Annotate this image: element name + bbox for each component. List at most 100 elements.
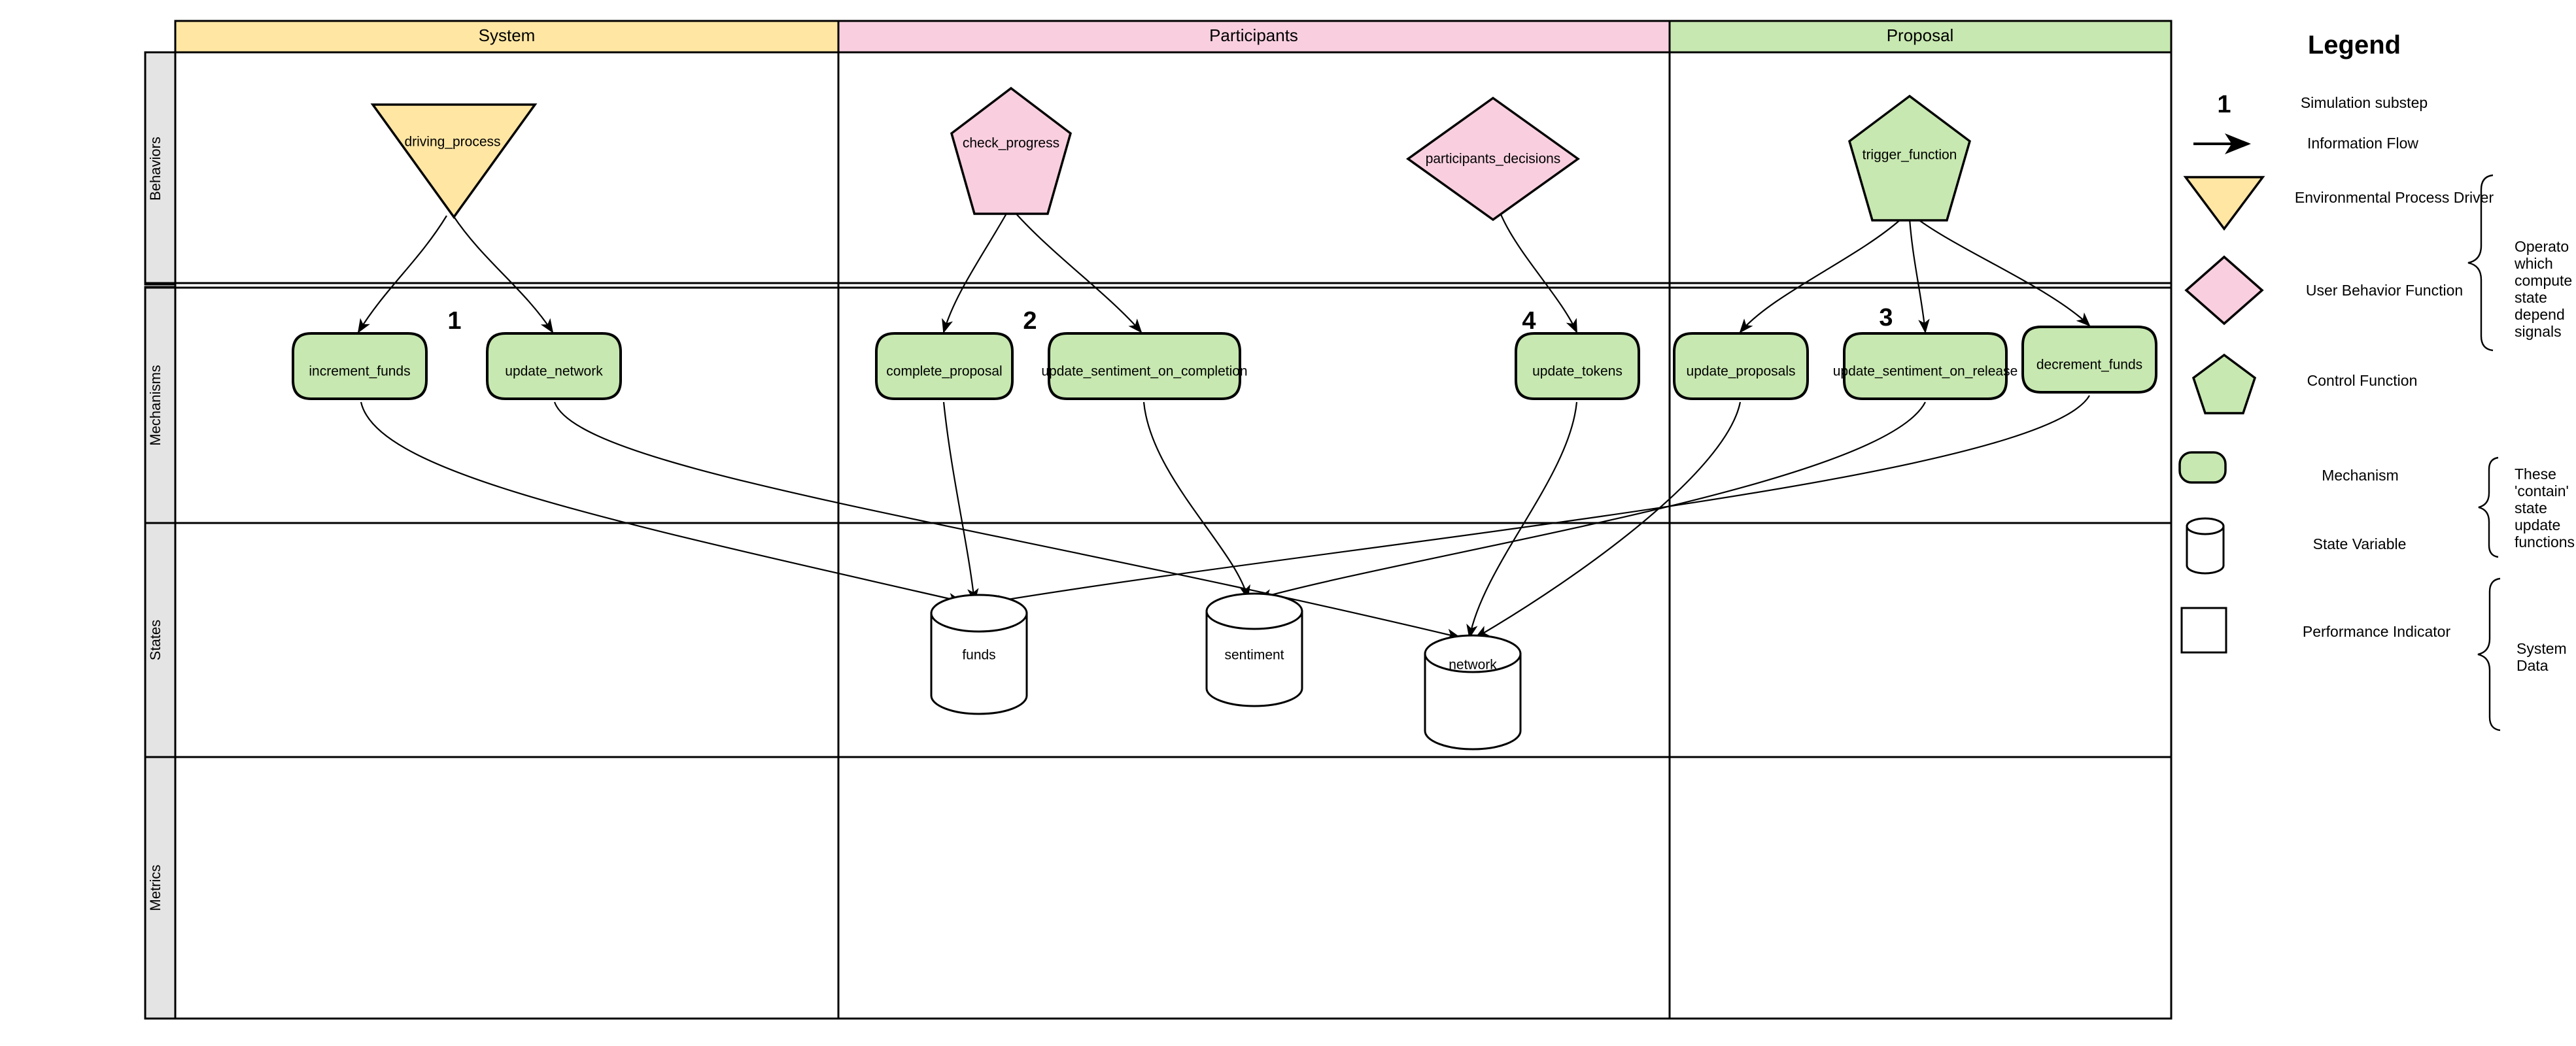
edge-increment-funds-to-funds [360, 401, 963, 605]
rounded-rect-icon [486, 332, 622, 400]
behavior-node-trigger-function[interactable]: trigger_function [1847, 94, 1972, 222]
swimlane-headers: System Participants Proposal [174, 20, 2172, 54]
mechanism-node-update-sentiment-on-completion[interactable]: update_sentiment_on_completion [1041, 332, 1248, 400]
edge-trigger-function-to-update-proposals [1739, 218, 1902, 333]
cylinder-icon [930, 612, 1028, 715]
legend-item-mechanism-label: Mechanism [2322, 467, 2399, 484]
mechanism-node-update-proposals-label: update_proposals [1687, 364, 1796, 379]
edge-update-sentiment-on-release-to-sentiment [1257, 401, 1926, 601]
cylinder-icon [1205, 610, 1303, 707]
mechanism-node-update-tokens[interactable]: update_tokens [1515, 332, 1640, 400]
edge-update-tokens-to-network [1466, 401, 1578, 639]
legend-item-environmental-process-driver-label: Environmental Process Driver [2295, 189, 2494, 206]
cylinder-top-icon [2186, 517, 2225, 535]
legend-item-simulation-substep-label: Simulation substep [2301, 94, 2428, 111]
mechanism-node-increment-funds[interactable]: increment_funds [292, 332, 428, 400]
pentagon-icon [1847, 94, 1972, 222]
row-label-metrics: Metrics [147, 865, 163, 911]
legend-annotation-operators-line-3: compute [2515, 272, 2572, 289]
legend-annotation-operators-line-5: depend [2515, 306, 2565, 323]
legend-annotation-mechanism-line-2: 'contain' [2515, 482, 2569, 499]
legend-annotation-operators-line-6: signals [2515, 323, 2562, 340]
mechanism-node-update-sentiment-on-release[interactable]: update_sentiment_on_release [1833, 332, 2018, 400]
behavior-node-check-progress-label: check_progress [963, 136, 1059, 151]
legend-item-information-flow: Information Flow [2193, 133, 2418, 154]
diagram-grid [145, 51, 2172, 1020]
edge-update-sentiment-on-completion-to-sentiment [1142, 401, 1250, 600]
cylinder-top-icon [1424, 634, 1522, 673]
mechanism-node-update-network[interactable]: update_network [486, 332, 622, 400]
legend-item-control-function: Control Function [2191, 353, 2418, 414]
substep-number-3: 3 [1879, 304, 1893, 331]
state-node-sentiment[interactable]: sentiment [1205, 592, 1303, 707]
behavior-node-driving-process-label: driving_process [404, 135, 500, 150]
state-nodes: funds sentiment network [930, 592, 1522, 751]
pentagon-icon [2191, 353, 2257, 414]
legend-annotation-system-data-line-1: System [2516, 640, 2567, 657]
swimlane-header-system [174, 20, 840, 54]
rounded-rect-icon [1515, 332, 1640, 400]
substep-number-1: 1 [447, 307, 461, 335]
swimlane-header-system-label: System [479, 25, 536, 45]
mechanism-node-update-proposals[interactable]: update_proposals [1673, 332, 1809, 400]
rounded-rect-icon [1673, 332, 1809, 400]
mechanism-node-complete-proposal[interactable]: complete_proposal [875, 332, 1014, 400]
legend-item-environmental-process-driver: Environmental Process Driver [2183, 176, 2494, 231]
substep-numbers: 1 2 4 3 [447, 304, 1893, 335]
edge-check-progress-to-update-sentiment-on-completion [1014, 212, 1142, 333]
substep-number-4: 4 [1522, 307, 1536, 335]
legend-annotation-operators-line-4: state [2515, 289, 2547, 306]
behavior-node-participants-decisions[interactable]: participants_decisions [1405, 96, 1581, 222]
legend-substep-number-icon: 1 [2217, 91, 2231, 118]
legend-panel: Legend 1 Simulation substep Information … [2178, 31, 2575, 732]
mechanism-node-update-sentiment-on-release-label: update_sentiment_on_release [1833, 364, 2018, 379]
mechanism-node-update-tokens-label: update_tokens [1532, 364, 1623, 379]
swimlane-header-participants-label: Participants [1209, 25, 1298, 45]
mechanism-node-decrement-funds-label: decrement_funds [2036, 358, 2142, 373]
swimlane-header-participants [837, 20, 1671, 54]
legend-item-performance-indicator: Performance Indicator [2180, 607, 2450, 654]
edge-trigger-function-to-update-sentiment-on-release [1908, 218, 1930, 334]
rounded-rect-icon [292, 332, 428, 400]
edge-driving-process-to-increment-funds [357, 215, 447, 333]
edge-trigger-function-to-decrement-funds [1917, 218, 2091, 327]
mechanism-nodes: increment_funds update_network complete_… [292, 326, 2157, 400]
legend-title: Legend [2308, 31, 2401, 59]
rounded-rect-icon [2021, 326, 2157, 394]
row-label-states: States [147, 620, 163, 660]
legend-annotation-operators-line-1: Operato [2515, 238, 2569, 255]
behavior-node-driving-process[interactable]: driving_process [370, 103, 538, 219]
legend-annotation-operators: Operato which compute state depend signa… [2467, 174, 2572, 352]
legend-item-information-flow-label: Information Flow [2307, 135, 2418, 152]
edge-check-progress-to-complete-proposal [942, 212, 1008, 334]
edges-mechanisms-to-states [360, 395, 2090, 640]
rounded-rect-icon [2178, 451, 2227, 484]
state-node-funds[interactable]: funds [930, 594, 1028, 715]
behavior-node-check-progress[interactable]: check_progress [950, 86, 1073, 215]
mechanism-node-update-network-label: update_network [505, 364, 603, 379]
state-node-network-label: network [1449, 658, 1497, 673]
swimlane-header-proposal-label: Proposal [1887, 25, 1954, 45]
diamond-icon [1405, 96, 1581, 222]
legend-item-state-variable-label: State Variable [2313, 535, 2407, 552]
behavior-nodes: driving_process check_progress participa… [370, 86, 1972, 222]
row-label-metrics-cell [144, 756, 177, 1020]
cylinder-top-icon [930, 594, 1028, 633]
mechanism-node-complete-proposal-label: complete_proposal [886, 364, 1002, 379]
legend-item-state-variable: State Variable [2186, 517, 2407, 575]
grid-outer-border [174, 51, 2172, 1020]
behavior-node-participants-decisions-label: participants_decisions [1426, 152, 1561, 167]
rounded-rect-icon [1048, 332, 1241, 400]
rectangle-icon [2180, 607, 2227, 654]
inverted-triangle-icon [370, 103, 538, 219]
rounded-rect-icon [1843, 332, 2008, 400]
mechanism-node-decrement-funds[interactable]: decrement_funds [2021, 326, 2157, 394]
legend-annotation-system-data: System Data [2477, 577, 2567, 732]
legend-item-control-function-label: Control Function [2307, 372, 2418, 389]
edge-driving-process-to-update-network [453, 215, 554, 333]
cylinder-top-icon [1205, 592, 1303, 630]
state-node-network[interactable]: network [1424, 634, 1522, 751]
behavior-node-trigger-function-label: trigger_function [1863, 148, 1957, 163]
